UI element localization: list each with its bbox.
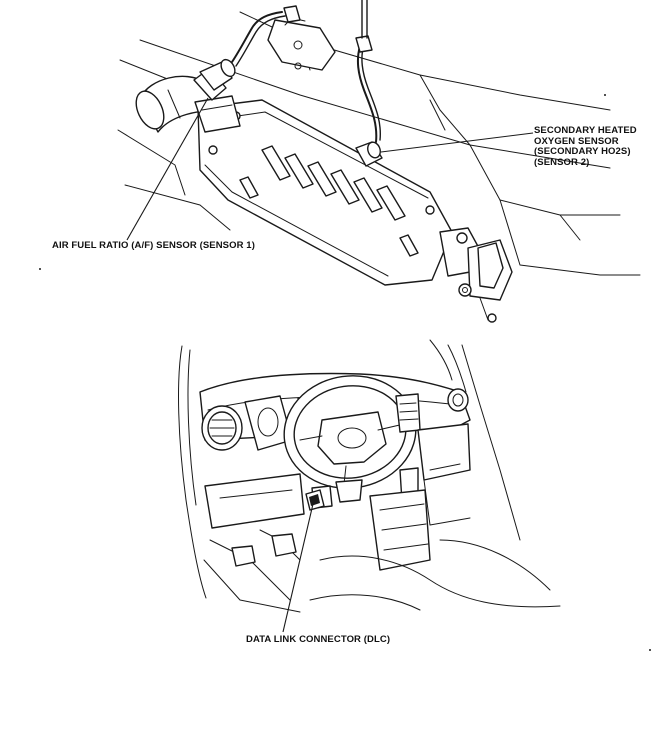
heat-shield-slots	[239, 145, 419, 257]
secondary-sensor-label: SECONDARY HEATED OXYGEN SENSOR (SECONDAR…	[534, 125, 637, 168]
exhaust-illustration	[117, 0, 641, 323]
door-frame	[178, 339, 521, 599]
scan-dot	[649, 649, 651, 651]
secondary-sensor-label-line-3: (SECONDARY HO2S)	[534, 146, 631, 157]
secondary-ho2s-sensor	[355, 0, 383, 167]
cabin-floor	[203, 539, 561, 613]
dlc-label-text: DATA LINK CONNECTOR (DLC)	[246, 634, 391, 645]
rear-exhaust-flange	[439, 227, 513, 323]
right-dashboard	[395, 393, 471, 526]
af-sensor-label-text: AIR FUEL RATIO (A/F) SENSOR (SENSOR 1)	[52, 240, 255, 251]
af-sensor	[193, 5, 301, 101]
scan-dot	[604, 94, 606, 96]
front-exhaust-pipe	[135, 75, 223, 133]
secondary-sensor-label-line-2: OXYGEN SENSOR	[534, 135, 619, 147]
frame-bracket	[267, 17, 336, 71]
dashboard-illustration	[178, 339, 561, 633]
secondary-sensor-label-line-4: (SENSOR 2)	[534, 156, 590, 168]
dlc-label: DATA LINK CONNECTOR (DLC)	[246, 634, 391, 646]
af-sensor-label: AIR FUEL RATIO (A/F) SENSOR (SENSOR 1)	[52, 240, 255, 252]
dlc-connector	[305, 489, 325, 511]
secondary-sensor-leader-line	[380, 132, 534, 153]
secondary-sensor-label-line-1: SECONDARY HEATED	[534, 125, 637, 136]
scan-dot	[39, 268, 41, 270]
af-sensor-leader-line	[126, 97, 209, 241]
left-air-vent	[201, 405, 243, 451]
lower-dashboard	[204, 473, 431, 601]
catalytic-converter	[194, 95, 453, 286]
dlc-leader-line	[282, 503, 314, 633]
